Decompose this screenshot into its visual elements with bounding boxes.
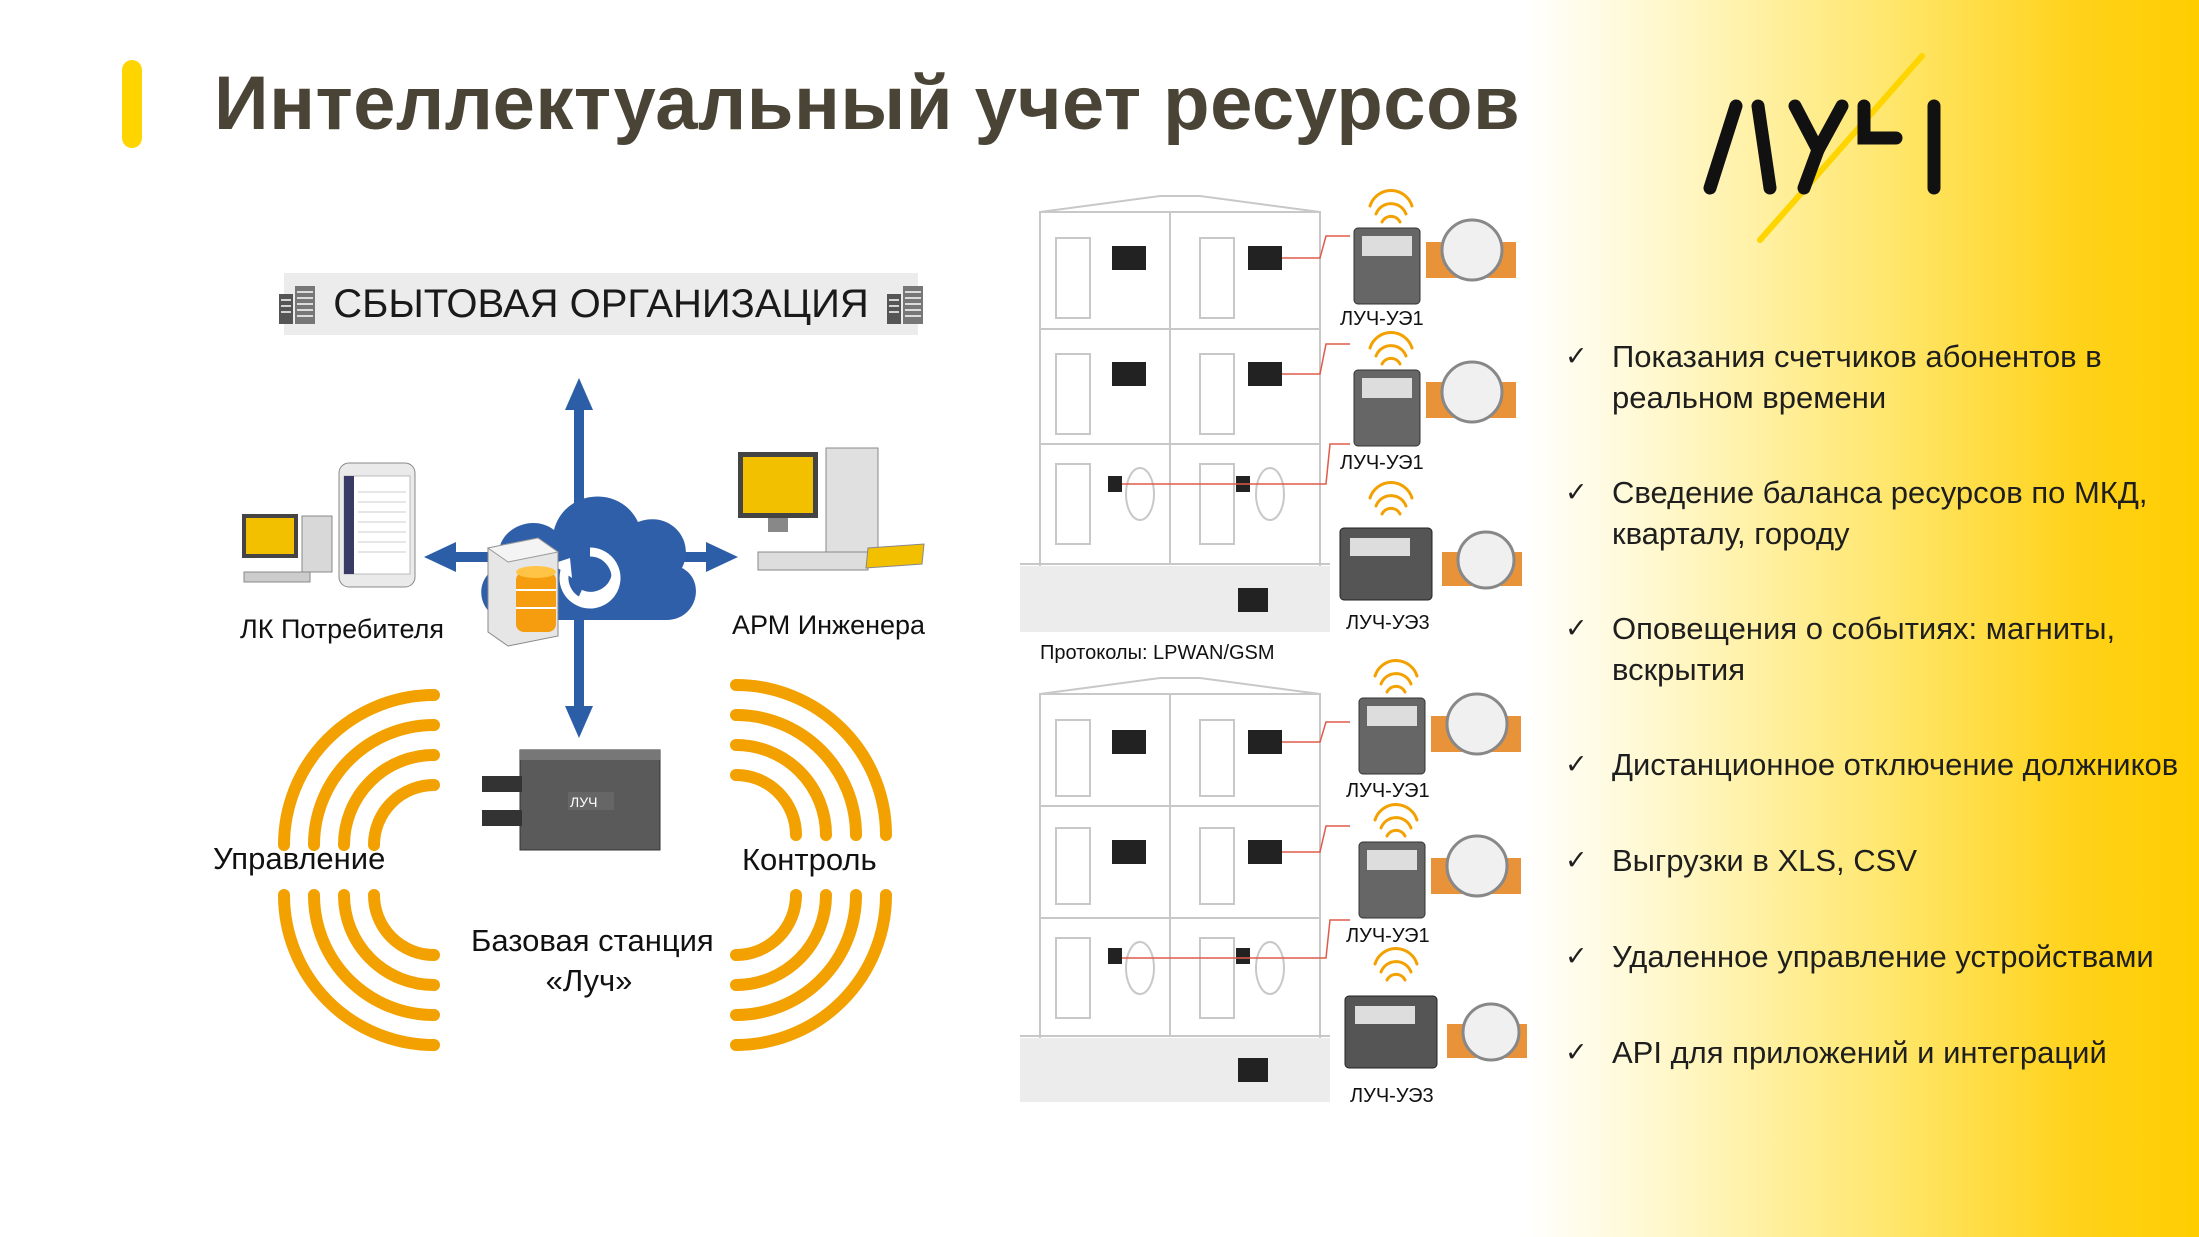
meter-label-top-2: ЛУЧ-УЭ1	[1340, 452, 1424, 474]
checkmark-icon: ✓	[1565, 1037, 1588, 1068]
electric-meter-icon	[1339, 227, 1433, 601]
checkmark-icon: ✓	[1565, 477, 1588, 508]
base-station-label-line1: Базовая станция	[471, 923, 714, 958]
checkmark-icon: ✓	[1565, 749, 1588, 780]
feature-text: Дистанционное отключение должников	[1612, 747, 2179, 782]
control-label: Управление	[213, 841, 386, 876]
protocols-label: Протоколы: LPWAN/GSM	[1040, 642, 1275, 664]
base-station-label-line2: «Луч»	[545, 963, 633, 998]
base-station-icon	[482, 749, 661, 851]
meter-devices-top	[1339, 189, 1522, 601]
page-title: Интеллектуальный учет ресурсов	[214, 61, 1521, 146]
meter-label-bottom-2: ЛУЧ-УЭ1	[1346, 925, 1430, 947]
server-icon	[486, 537, 560, 647]
org-banner-label: СБЫТОВАЯ ОРГАНИЗАЦИЯ	[333, 281, 869, 326]
cloud-server-icon	[481, 496, 696, 647]
feature-text: Удаленное управление устройствами	[1612, 939, 2154, 974]
feature-text: Сведение баланса ресурсов по МКД, кварта…	[1612, 475, 2148, 551]
checkmark-icon: ✓	[1565, 613, 1588, 644]
water-meter-icon	[1426, 218, 1522, 590]
desktop-computer-icon	[242, 514, 333, 583]
feature-text: Выгрузки в XLS, CSV	[1612, 843, 1918, 878]
feature-text: Показания счетчиков абонентов в реальном…	[1612, 339, 2102, 415]
base-station-device-logo: ЛУЧ	[570, 794, 598, 810]
monitor-label: Контроль	[742, 842, 877, 877]
consumer-portal-label: ЛК Потребителя	[240, 614, 444, 644]
feature-text: Оповещения о событиях: магниты, вскрытия	[1612, 611, 2116, 687]
checkmark-icon: ✓	[1565, 941, 1588, 972]
electric-meter-icon	[1344, 697, 1438, 1069]
office-building-icon	[886, 286, 923, 324]
meter-label-top-1: ЛУЧ-УЭ1	[1340, 308, 1424, 330]
apartment-building-top	[1020, 195, 1350, 632]
yellow-side-panel	[1525, 0, 2199, 1237]
monitor-signal-waves	[730, 679, 892, 1051]
control-signal-waves	[278, 689, 440, 1051]
office-building-icon	[279, 286, 316, 324]
meter-label-bottom-3: ЛУЧ-УЭ3	[1350, 1085, 1434, 1107]
feature-text: API для приложений и интеграций	[1612, 1035, 2107, 1070]
checkmark-icon: ✓	[1565, 341, 1588, 372]
meter-devices-bottom	[1344, 659, 1527, 1069]
meter-label-top-3: ЛУЧ-УЭ3	[1346, 612, 1430, 634]
title-accent-bar	[122, 60, 142, 148]
engineer-workstation-icon	[738, 447, 925, 571]
meter-label-bottom-1: ЛУЧ-УЭ1	[1346, 780, 1430, 802]
apartment-building-bottom	[1020, 677, 1350, 1102]
engineer-workstation-label: АРМ Инженера	[732, 610, 926, 640]
luch-logo	[1703, 53, 1941, 243]
smartphone-icon	[338, 462, 416, 588]
water-meter-icon	[1431, 692, 1527, 1062]
base-station-label: Базовая станция «Луч»	[471, 921, 714, 1001]
checkmark-icon: ✓	[1565, 845, 1588, 876]
org-banner: СБЫТОВАЯ ОРГАНИЗАЦИЯ	[279, 273, 923, 335]
